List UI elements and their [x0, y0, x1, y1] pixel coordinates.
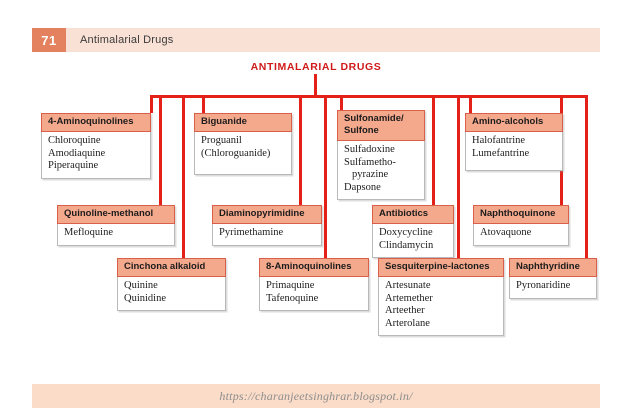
class-box-cinchona-alkaloid[interactable]: Cinchona alkaloid Quinine Quinidine — [117, 258, 226, 312]
drug-item: Halofantrine — [472, 135, 526, 146]
class-box-title: Diaminopyrimidine — [212, 205, 322, 224]
class-box-title: Cinchona alkaloid — [117, 258, 226, 277]
class-box-drug-list: Pyronaridine — [510, 277, 596, 298]
drug-item: Quinine — [124, 280, 158, 291]
class-box-title: Naphthyridine — [509, 258, 597, 277]
connector-drop-quinolinemethanol — [159, 95, 162, 205]
class-box-title-line2: Sulfone — [344, 125, 379, 136]
drug-item: Mefloquine — [64, 227, 113, 238]
class-box-title: Biguanide — [194, 113, 292, 132]
drug-item: Primaquine — [266, 280, 315, 291]
class-box-drug-list: Artesunate Artemether Arteether Arterola… — [379, 277, 503, 335]
connector-drop-aminoalcohols — [469, 95, 472, 113]
connector-drop-naphthyridine — [585, 95, 588, 258]
class-box-drug-list: Chloroquine Amodiaquine Piperaquine — [42, 132, 150, 178]
connector-drop-sesquiterpine — [457, 95, 460, 258]
drug-item: Dapsone — [344, 181, 381, 193]
class-box-title: Antibiotics — [372, 205, 454, 224]
class-box-drug-list: Proguanil (Chloroguanide) — [195, 132, 291, 165]
drug-item: Pyrimethamine — [219, 227, 284, 238]
drug-item: Proguanil — [201, 135, 242, 146]
drug-item: Quinidine — [124, 292, 166, 304]
class-box-4-aminoquinolines[interactable]: 4-Aminoquinolines Chloroquine Amodiaquin… — [41, 113, 151, 179]
drug-item: Doxycycline — [379, 227, 433, 238]
class-box-title: Naphthoquinone — [473, 205, 569, 224]
drug-item: Pyronaridine — [516, 280, 571, 291]
drug-item: Sulfadoxine — [344, 144, 395, 155]
class-box-title: 4-Aminoquinolines — [41, 113, 151, 132]
footer-url[interactable]: https://charanjeetsinghrar.blogspot.in/ — [219, 388, 413, 403]
connector-drop-aminoquinolines8 — [324, 95, 327, 258]
connector-drop-antibiotics — [432, 95, 435, 205]
drug-item: Chloroquine — [48, 135, 101, 146]
drug-item: Atovaquone — [480, 227, 532, 238]
class-box-title-line1: Sulfonamide/ — [344, 113, 404, 124]
connector-drop-cinchona — [182, 95, 185, 258]
class-box-drug-list: Sulfadoxine Sulfametho- pyrazine Dapsone — [338, 141, 424, 199]
class-box-drug-list: Halofantrine Lumefantrine — [466, 132, 562, 165]
class-box-sesquiterpine-lactones[interactable]: Sesquiterpine-lactones Artesunate Arteme… — [378, 258, 504, 337]
drug-item: Sulfametho- — [344, 156, 396, 168]
drug-item: Artesunate — [385, 280, 431, 291]
connector-drop-biguanide — [202, 95, 205, 113]
drug-item: Arteether — [385, 305, 425, 317]
drug-item: Tafenoquine — [266, 292, 319, 304]
class-box-drug-list: Primaquine Tafenoquine — [260, 277, 368, 310]
chapter-title: Antimalarial Drugs — [80, 34, 174, 46]
class-box-amino-alcohols[interactable]: Amino-alcohols Halofantrine Lumefantrine — [465, 113, 563, 171]
class-box-drug-list: Doxycycline Clindamycin — [373, 224, 453, 257]
root-node-title: ANTIMALARIAL DRUGS — [250, 61, 382, 73]
drug-item: Lumefantrine — [472, 147, 530, 159]
class-box-diaminopyrimidine[interactable]: Diaminopyrimidine Pyrimethamine — [212, 205, 322, 246]
drug-item: Artemether — [385, 292, 433, 304]
drug-item: Piperaquine — [48, 160, 99, 172]
class-box-drug-list: Pyrimethamine — [213, 224, 321, 245]
drug-item: Amodiaquine — [48, 147, 106, 159]
drug-item: (Chloroguanide) — [201, 147, 271, 159]
connector-drop-sulfonamide — [340, 95, 343, 110]
connector-root-stem — [314, 74, 317, 98]
class-box-title: Quinoline-methanol — [57, 205, 175, 224]
footer-bar: https://charanjeetsinghrar.blogspot.in/ — [32, 384, 600, 408]
chapter-number-badge: 71 — [32, 28, 66, 52]
connector-main-bus — [150, 95, 587, 98]
class-box-quinoline-methanol[interactable]: Quinoline-methanol Mefloquine — [57, 205, 175, 246]
class-box-title: 8-Aminoquinolines — [259, 258, 369, 277]
class-box-sulfonamide-sulfone[interactable]: Sulfonamide/ Sulfone Sulfadoxine Sulfame… — [337, 110, 425, 201]
drug-item: Arterolane — [385, 317, 430, 329]
class-box-title: Sesquiterpine-lactones — [378, 258, 504, 277]
class-box-title: Sulfonamide/ Sulfone — [337, 110, 425, 141]
connector-drop-aminoquinolines4 — [150, 95, 153, 113]
drug-item: pyrazine — [352, 169, 389, 181]
class-box-naphthyridine[interactable]: Naphthyridine Pyronaridine — [509, 258, 597, 299]
class-box-drug-list: Mefloquine — [58, 224, 174, 245]
chapter-header-bar: 71 Antimalarial Drugs — [32, 28, 600, 52]
drug-item: Clindamycin — [379, 239, 434, 251]
class-box-title: Amino-alcohols — [465, 113, 563, 132]
class-box-biguanide[interactable]: Biguanide Proguanil (Chloroguanide) — [194, 113, 292, 175]
class-box-antibiotics[interactable]: Antibiotics Doxycycline Clindamycin — [372, 205, 454, 259]
class-box-drug-list: Quinine Quinidine — [118, 277, 225, 310]
class-box-8-aminoquinolines[interactable]: 8-Aminoquinolines Primaquine Tafenoquine — [259, 258, 369, 312]
class-box-naphthoquinone[interactable]: Naphthoquinone Atovaquone — [473, 205, 569, 246]
class-box-drug-list: Atovaquone — [474, 224, 568, 245]
connector-drop-diaminopyrimidine — [299, 95, 302, 205]
